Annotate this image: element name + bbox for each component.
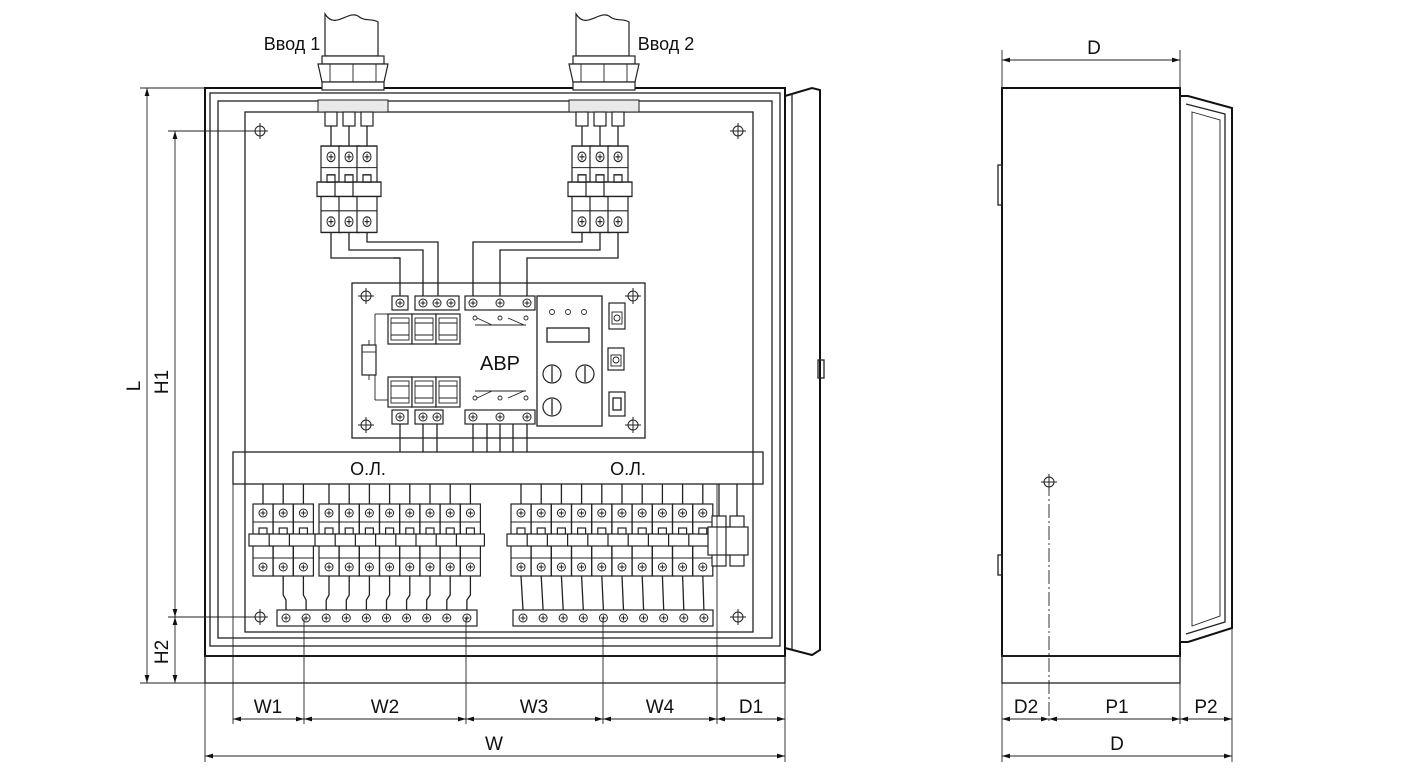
terminal-screw [578,613,588,623]
dim-w4: W4 [646,697,675,718]
input2-breaker [568,146,632,232]
input1-breaker [317,146,381,232]
bus-label-right: О.Л. [610,459,646,479]
dim-d-bottom: D [1110,734,1124,755]
terminal-screw [518,613,528,623]
terminal-screw [321,613,331,623]
input2-gland [568,11,640,146]
dim-l: L [124,381,145,392]
ats-label: АВР [480,353,520,375]
terminal-screw [422,613,432,623]
terminal-screw [361,613,371,623]
aux-modules [707,484,749,567]
terminal-screw [402,613,412,623]
terminal-screw [699,613,709,623]
dim-h1: H1 [152,370,173,394]
dim-p2: P2 [1194,697,1217,718]
side-view [997,87,1233,724]
dim-w1: W1 [254,697,283,718]
input2-label: Ввод 2 [638,34,695,54]
terminal-screw [679,613,689,623]
ats-panel [351,282,646,439]
dim-d1: D1 [739,697,763,718]
terminal-screw [301,613,311,623]
bus-bar [232,451,764,485]
terminal-screw [281,613,291,623]
dim-w3: W3 [520,697,549,718]
outgoing-breakers [249,484,717,611]
door [784,86,821,657]
ats-bus-wiring [399,424,528,452]
front-view: Ввод 1 Ввод 2 [204,11,825,684]
input-wiring [330,232,619,296]
terminal-screw [619,613,628,623]
dim-p1: P1 [1105,697,1128,718]
input1-gland [317,11,389,146]
outgoing-breaker [456,504,484,576]
dim-w2: W2 [371,697,400,718]
dim-d2: D2 [1014,697,1038,718]
terminal-screw [442,613,452,623]
mounting-panel [244,111,754,633]
input1-label: Ввод 1 [264,34,321,54]
side-dimensions [1001,50,1233,762]
dim-w: W [485,734,503,755]
bus-label-left: О.Л. [350,459,386,479]
terminal-screw [341,613,351,623]
terminal-screw [639,613,649,623]
outgoing-breaker [289,504,317,576]
dim-h2: H2 [152,640,173,664]
terminal-screw [462,613,472,623]
terminal-screw [558,613,568,623]
dim-d-top: D [1087,38,1101,59]
terminal-screw [659,613,669,623]
terminal-screw [538,613,548,623]
terminal-screw [382,613,391,623]
front-dimensions [140,87,786,762]
